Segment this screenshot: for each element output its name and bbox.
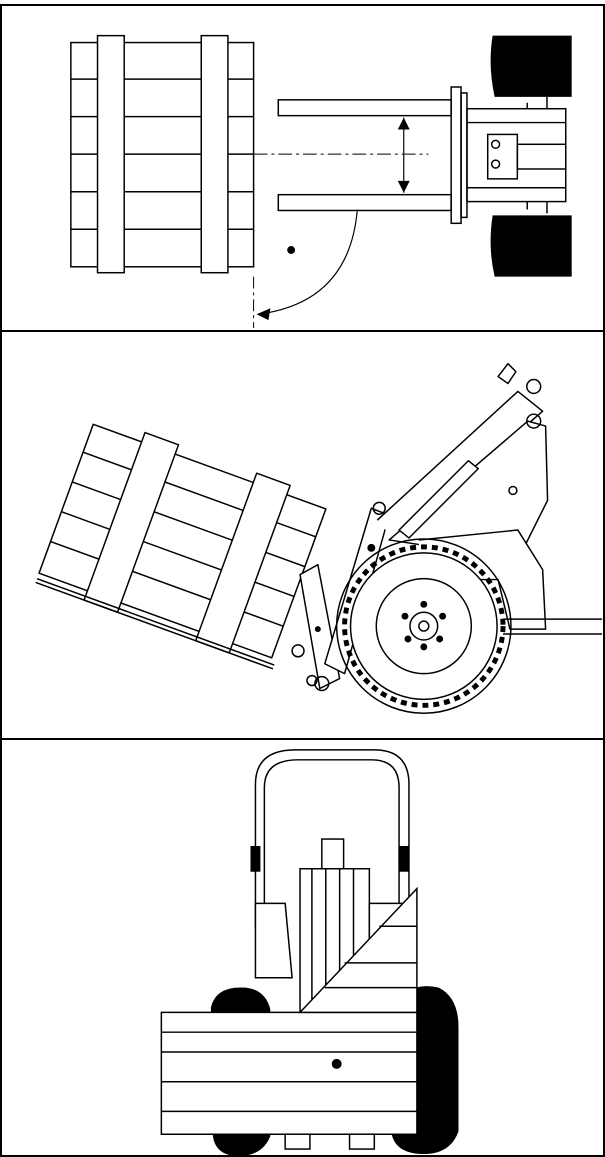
panel-top-view: [0, 4, 605, 332]
crate-tilted: [35, 423, 327, 670]
panel-side-view: [0, 330, 605, 740]
top-view-drawing: [70, 34, 572, 329]
fork-lower: [277, 193, 452, 212]
rops-frame: [254, 749, 410, 929]
rotation-arrow-icon: [258, 209, 358, 315]
fork-carriage-side: [299, 563, 341, 690]
rear-view-drawing: [160, 749, 459, 1155]
crate-strap-right: [200, 34, 229, 274]
panel-rear-view: [0, 738, 605, 1157]
front-wheel: [335, 538, 512, 714]
pivot-dot-icon: [287, 246, 296, 254]
tire-top-right: [490, 215, 572, 277]
fork-carriage: [450, 86, 462, 225]
side-view-drawing: [35, 362, 603, 714]
tire-top-left: [490, 35, 572, 97]
fork-upper: [277, 99, 452, 117]
crate-strap-left: [96, 34, 125, 274]
crate-rear: [160, 1011, 418, 1135]
